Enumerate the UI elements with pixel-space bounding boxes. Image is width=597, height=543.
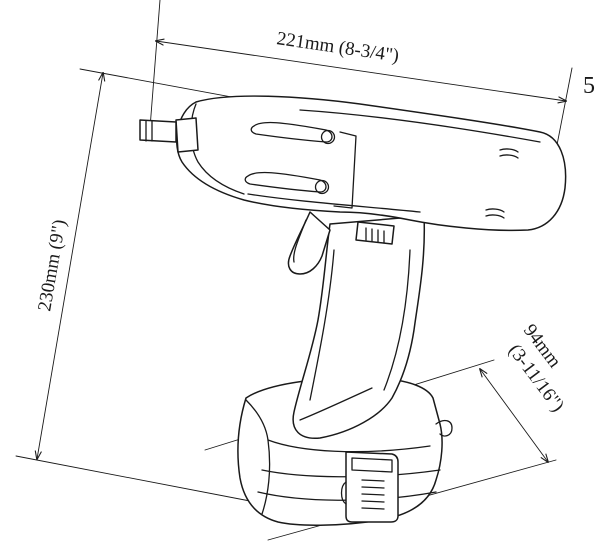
width-dimension-line xyxy=(480,369,548,462)
length-extension-line-left xyxy=(149,0,161,129)
anvil-detent xyxy=(145,120,153,142)
battery-mid-ridge xyxy=(261,469,441,478)
tool-drawing xyxy=(139,95,567,526)
main-housing xyxy=(175,95,567,232)
page-edge-fragment: 5 xyxy=(583,73,595,99)
rear-vent-2 xyxy=(499,154,519,159)
latch-left-tab xyxy=(340,481,347,505)
square-drive xyxy=(139,117,199,153)
battery-side-knob xyxy=(435,419,453,437)
battery-top-ridge xyxy=(267,439,431,453)
lower-vent xyxy=(244,171,327,193)
height-dimension-line xyxy=(37,73,103,459)
trigger xyxy=(287,211,331,275)
handle-contour-line xyxy=(309,249,335,401)
drive-collar xyxy=(175,117,199,153)
latch-top-window xyxy=(351,457,393,473)
trigger-inner-line xyxy=(293,219,307,263)
handle-body xyxy=(292,215,426,439)
lower-screw xyxy=(314,179,330,195)
height-label: 230mm (9") xyxy=(34,218,70,313)
latch-grip-lines xyxy=(361,479,385,510)
handle-rear-contour xyxy=(383,249,411,391)
drive-anvil xyxy=(139,119,177,143)
handle xyxy=(292,215,426,439)
reverse-switch xyxy=(355,221,395,245)
length-extension-line-right xyxy=(555,67,573,151)
handle-bottom-contour xyxy=(299,387,373,421)
upper-vent xyxy=(250,121,333,143)
height-extension-line-bottom xyxy=(15,455,251,502)
length-dimension-line xyxy=(156,41,566,101)
housing-belly-line xyxy=(247,193,421,213)
battery-lower-ridge xyxy=(257,491,437,501)
housing-top-line xyxy=(299,109,541,143)
switch-ribs xyxy=(365,227,385,244)
upper-screw xyxy=(320,129,336,145)
rear-vent-1 xyxy=(499,148,519,153)
housing-band xyxy=(333,131,357,209)
rear-vent-4 xyxy=(485,214,505,219)
switch-body xyxy=(355,221,395,245)
trigger-body xyxy=(287,211,331,275)
rear-vent-3 xyxy=(485,208,505,213)
